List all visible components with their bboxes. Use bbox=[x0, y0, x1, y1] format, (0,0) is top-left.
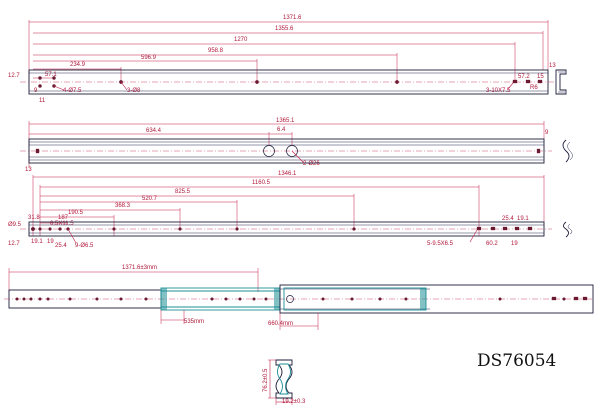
dim-190-5: 190.5 bbox=[68, 210, 84, 216]
dim-187: 187 bbox=[58, 215, 69, 221]
dim-634-4: 634.4 bbox=[146, 128, 162, 134]
view-intermediate-member: 1365.1 634.4 6.4 2-Ø26 13 9 bbox=[20, 118, 573, 173]
dim-19-1-right: 19.1 bbox=[517, 216, 529, 222]
view-assembly: 1371.6±3mm bbox=[4, 265, 594, 330]
dim-dia-9-5: Ø9.5 bbox=[8, 222, 22, 228]
dim-660-4mm: 660.4mm bbox=[268, 321, 293, 327]
dim-9-end: 9 bbox=[545, 130, 549, 136]
dim-length-6: 234.9 bbox=[70, 62, 86, 68]
dim-length-5: 596.9 bbox=[141, 55, 157, 61]
dim-length-4: 958.8 bbox=[208, 48, 224, 54]
dim-19-right: 19 bbox=[511, 241, 518, 247]
dim-length-2: 1355.6 bbox=[275, 26, 294, 32]
dim-11: 11 bbox=[39, 98, 46, 104]
dim-height-76-2: 76.2±0.5 bbox=[263, 368, 269, 392]
dim-520-7: 520.7 bbox=[142, 196, 158, 202]
dim-radius: R6 bbox=[530, 85, 538, 91]
dim-slot-6-5x11-5: 6.5X11.5 bbox=[50, 221, 74, 227]
dim-5-slots-9-5x6-5: 5-9.5X6.5 bbox=[427, 241, 454, 247]
dim-9-holes-6-5: 9-Ø6.5 bbox=[75, 243, 94, 249]
dim-length-7: 57.1 bbox=[45, 72, 57, 78]
dim-25-4-right: 25.4 bbox=[502, 216, 514, 222]
assembly-outer-rail bbox=[279, 284, 594, 314]
dim-13: 13 bbox=[25, 167, 32, 173]
dim-60-2: 60.2 bbox=[486, 241, 498, 247]
dim-368-3: 368.3 bbox=[115, 203, 131, 209]
dim-2-holes-26: 2-Ø26 bbox=[303, 161, 320, 167]
dim-end-15: 15 bbox=[537, 74, 544, 80]
model-number: DS76054 bbox=[477, 351, 556, 371]
cross-section: 76.2±0.5 19.2±0.3 bbox=[263, 359, 306, 405]
dim-extension: 1371.6±3mm bbox=[122, 265, 157, 271]
dim-535mm: 535mm bbox=[184, 319, 204, 325]
view-inner-member: 1346.1 1160.5 825.5 520.7 368.3 190.5 18… bbox=[8, 171, 573, 249]
dim-height: 12.7 bbox=[8, 73, 20, 79]
dim-width-19-2: 19.2±0.3 bbox=[282, 399, 306, 405]
dim-19-1-left: 19.1 bbox=[31, 239, 43, 245]
dim-end-13: 13 bbox=[549, 63, 556, 69]
view-outer-member: 1371.6 1355.6 1270 958.8 596.9 234.9 57.… bbox=[8, 15, 567, 104]
dim-end-57-2: 57.2 bbox=[518, 74, 530, 80]
dim-total-length: 1371.6 bbox=[283, 15, 302, 21]
dim-1160-5: 1160.5 bbox=[252, 180, 271, 186]
dim-length-3: 1270 bbox=[234, 37, 248, 43]
rail-profile bbox=[275, 359, 293, 399]
dim-inner-total: 1365.1 bbox=[276, 118, 295, 124]
dim-25-4-left: 25.4 bbox=[55, 243, 67, 249]
dim-6-4: 6.4 bbox=[277, 127, 286, 133]
dim-825-5: 825.5 bbox=[175, 189, 191, 195]
dim-12-7: 12.7 bbox=[8, 241, 20, 247]
dim-1346-1: 1346.1 bbox=[278, 171, 297, 177]
dim-31-8: 31.8 bbox=[28, 215, 40, 221]
dim-19-left: 19 bbox=[47, 239, 54, 245]
